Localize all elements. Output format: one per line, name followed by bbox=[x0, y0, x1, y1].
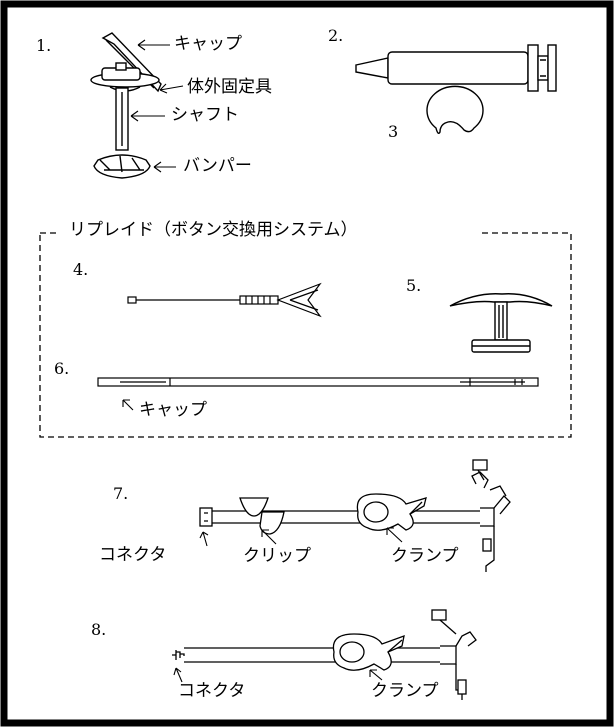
label-clamp-7: クランプ bbox=[391, 546, 459, 566]
label-clip-7: クリップ bbox=[243, 546, 311, 566]
item-number-7: 7. bbox=[113, 484, 129, 503]
label-cap: キャップ bbox=[174, 34, 242, 54]
horseshoe-clip bbox=[426, 85, 484, 135]
button-device bbox=[90, 32, 162, 179]
replaid-section-box bbox=[39, 232, 572, 438]
label-shaft: シャフト bbox=[171, 105, 239, 125]
replaid-tool bbox=[127, 282, 322, 318]
item-number-1: 1. bbox=[36, 36, 52, 55]
item7-arrows bbox=[199, 527, 403, 547]
item-number-4: 4. bbox=[73, 260, 89, 279]
item-number-5: 5. bbox=[406, 276, 422, 295]
replaid-section-title: リプレイド（ボタン交換用システム） bbox=[66, 222, 361, 239]
label-connector-7: コネクタ bbox=[99, 545, 167, 565]
label-cap-6: キャップ bbox=[139, 400, 207, 420]
extension-set-7 bbox=[199, 459, 511, 572]
item8-arrows bbox=[173, 667, 383, 683]
item-number-8: 8. bbox=[91, 620, 107, 639]
label-external-fixture: 体外固定具 bbox=[187, 77, 272, 97]
label-bumper: バンパー bbox=[183, 156, 252, 176]
extension-set-8 bbox=[172, 609, 477, 700]
label-connector-8: コネクタ bbox=[178, 681, 246, 701]
syringe bbox=[355, 44, 557, 92]
item1-arrows bbox=[130, 39, 184, 173]
cap-6-arrow bbox=[122, 399, 134, 411]
item-number-3: 3 bbox=[388, 122, 399, 141]
label-clamp-8: クランプ bbox=[371, 681, 439, 701]
item-number-2: 2. bbox=[328, 26, 344, 45]
obturator bbox=[449, 293, 553, 353]
item-number-6: 6. bbox=[54, 359, 70, 378]
long-tube bbox=[97, 377, 539, 387]
